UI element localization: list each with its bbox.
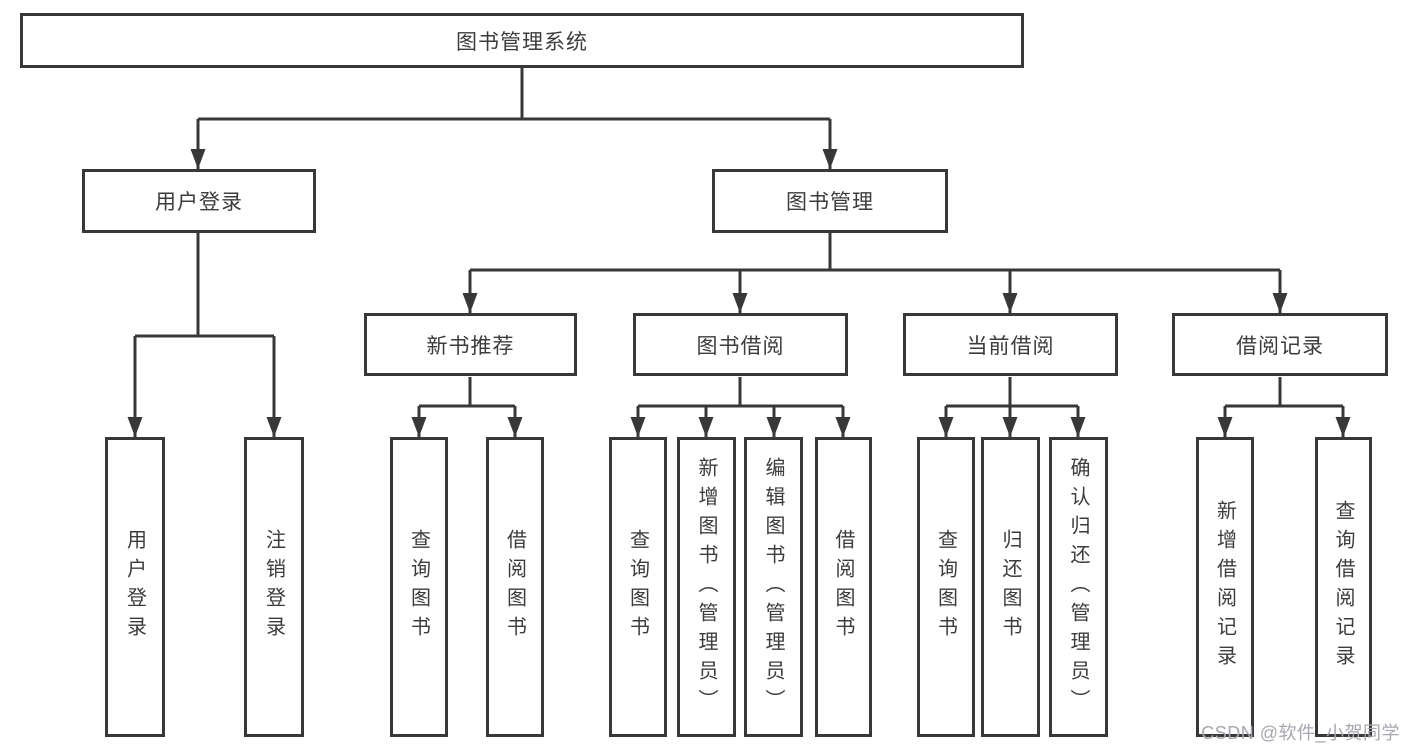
node-confirm-return-admin: 确认归还（管理员）	[1049, 437, 1108, 737]
flow-arrowhead	[462, 293, 478, 313]
node-query-borrow-record: 查询借阅记录	[1315, 437, 1372, 737]
flow-arrowhead	[630, 417, 646, 437]
arrowheads-group	[127, 149, 1351, 437]
flow-arrowhead	[1070, 417, 1086, 437]
node-add-book-admin: 新增图书（管理员）	[677, 437, 736, 737]
node-current-borrow: 当前借阅	[903, 313, 1118, 376]
node-system-root: 图书管理系统	[20, 13, 1024, 68]
flow-arrowhead	[732, 293, 748, 313]
csdn-watermark: CSDN @软件_小贺同学	[1201, 723, 1400, 743]
node-query-books-borrow: 查询图书	[609, 437, 667, 737]
node-query-books-recommend: 查询图书	[390, 437, 448, 737]
flow-arrowhead	[938, 417, 954, 437]
node-book-borrow: 图书借阅	[633, 313, 848, 376]
flow-arrowhead	[507, 417, 523, 437]
flow-arrowhead	[1002, 293, 1018, 313]
node-add-borrow-record: 新增借阅记录	[1196, 437, 1254, 737]
flow-arrowhead	[1272, 293, 1288, 313]
node-borrow-books-leaf: 借阅图书	[815, 437, 872, 737]
node-borrow-books-recommend: 借阅图书	[486, 437, 544, 737]
flow-arrowhead	[822, 149, 838, 169]
flow-arrowhead	[766, 417, 782, 437]
node-edit-book-admin: 编辑图书（管理员）	[744, 437, 803, 737]
node-book-management: 图书管理	[712, 169, 948, 233]
flow-arrowhead	[266, 417, 282, 437]
flow-arrowhead	[698, 417, 714, 437]
flow-arrowhead	[1002, 417, 1018, 437]
node-user-login-leaf: 用户登录	[105, 437, 165, 737]
flow-arrowhead	[835, 417, 851, 437]
node-borrow-records: 借阅记录	[1172, 313, 1388, 376]
flow-arrowhead	[190, 149, 206, 169]
node-query-books-current: 查询图书	[917, 437, 975, 737]
flow-arrowhead	[411, 417, 427, 437]
flow-arrowhead	[127, 417, 143, 437]
node-return-books: 归还图书	[981, 437, 1040, 737]
node-logout: 注销登录	[244, 437, 304, 737]
node-new-book-recommend: 新书推荐	[364, 313, 577, 376]
connector-path	[133, 68, 1345, 437]
flow-arrowhead	[1335, 417, 1351, 437]
node-user-login: 用户登录	[82, 169, 316, 233]
flow-arrowhead	[1217, 417, 1233, 437]
